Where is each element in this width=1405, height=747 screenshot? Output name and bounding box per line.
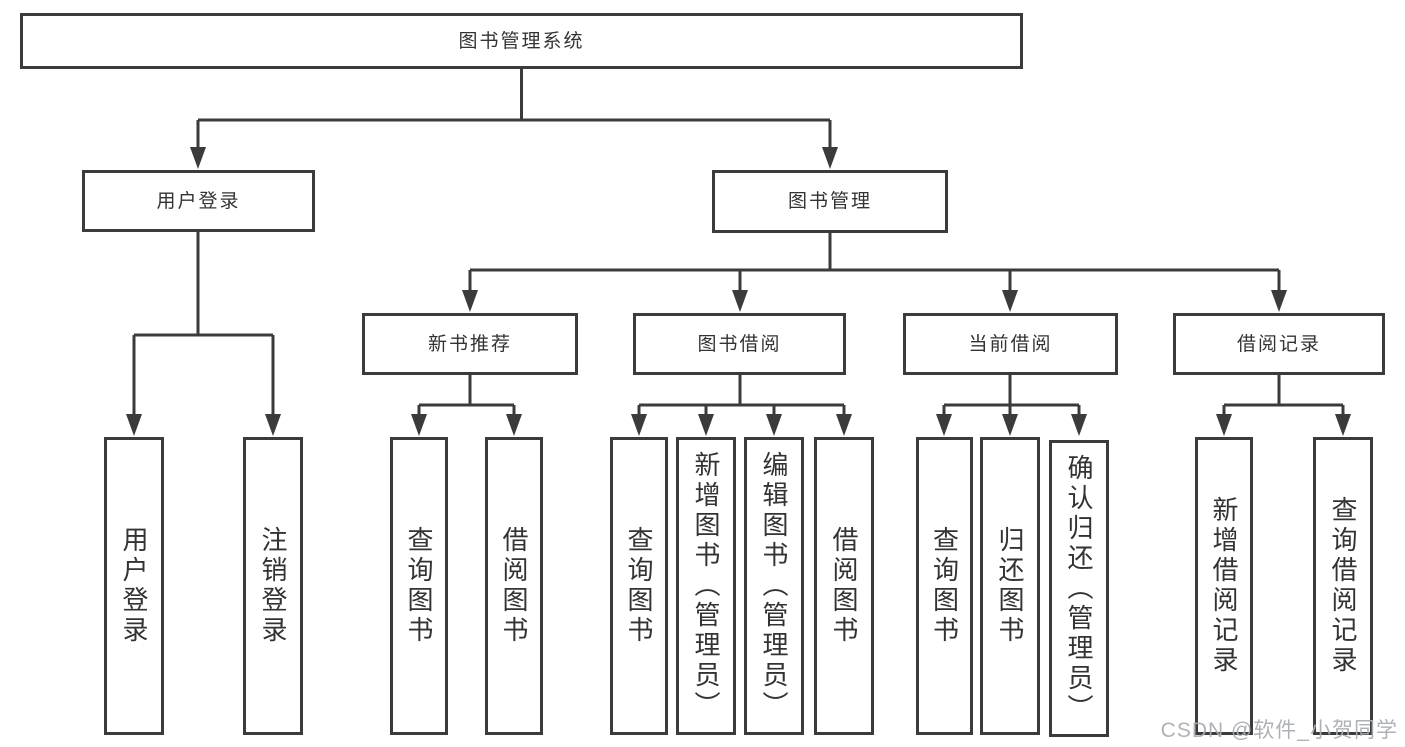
leaf-bb-borrow-book: 借阅图书	[814, 437, 874, 735]
node-book-mgmt: 图书管理	[712, 170, 948, 233]
leaf-bb-query-book: 查询图书	[610, 437, 668, 735]
connector-borrow-record	[1222, 375, 1345, 414]
connector-current-borrow	[942, 375, 1081, 414]
leaf-br-query-record: 查询借阅记录	[1313, 437, 1373, 735]
arrowhead	[411, 414, 427, 436]
arrowhead	[462, 290, 478, 312]
connector-root	[196, 69, 832, 148]
watermark: CSDN @软件_小贺同学	[1160, 719, 1398, 742]
arrowhead	[822, 147, 838, 169]
arrowhead	[1002, 290, 1018, 312]
arrowheads	[126, 147, 1351, 436]
connector-book-mgmt	[468, 233, 1281, 290]
arrowhead	[732, 290, 748, 312]
arrowhead	[1271, 290, 1287, 312]
leaf-bb-edit-book-admin: 编辑图书（管理员）	[744, 437, 804, 735]
arrowhead	[698, 414, 714, 436]
node-current-borrow: 当前借阅	[903, 313, 1118, 375]
arrowhead	[1216, 414, 1232, 436]
node-root: 图书管理系统	[20, 13, 1023, 69]
leaf-cb-query-book: 查询图书	[916, 437, 973, 735]
arrowhead	[506, 414, 522, 436]
leaf-cb-confirm-return-admin: 确认归还（管理员）	[1049, 440, 1109, 737]
node-user-login: 用户登录	[82, 170, 315, 232]
connector-new-book	[417, 375, 516, 414]
arrowhead	[766, 414, 782, 436]
node-new-book-rec: 新书推荐	[362, 313, 578, 375]
leaf-nb-query-book: 查询图书	[390, 437, 448, 735]
arrowhead	[936, 414, 952, 436]
arrowhead	[190, 147, 206, 169]
arrowhead	[265, 414, 281, 436]
arrowhead	[1071, 414, 1087, 436]
leaf-nb-borrow-book: 借阅图书	[485, 437, 543, 735]
connector-user-login	[132, 232, 275, 414]
leaf-cb-return-book: 归还图书	[980, 437, 1040, 735]
node-book-borrow: 图书借阅	[633, 313, 846, 375]
arrowhead	[836, 414, 852, 436]
leaf-br-add-record: 新增借阅记录	[1195, 437, 1253, 735]
arrowhead	[1002, 414, 1018, 436]
node-borrow-record: 借阅记录	[1173, 313, 1385, 375]
leaf-bb-add-book-admin: 新增图书（管理员）	[676, 437, 736, 735]
arrowhead	[126, 414, 142, 436]
leaf-logout-login: 注销登录	[243, 437, 303, 735]
arrowhead	[631, 414, 647, 436]
leaf-user-login: 用户登录	[104, 437, 164, 735]
arrowhead	[1335, 414, 1351, 436]
connector-book-borrow	[637, 375, 846, 414]
